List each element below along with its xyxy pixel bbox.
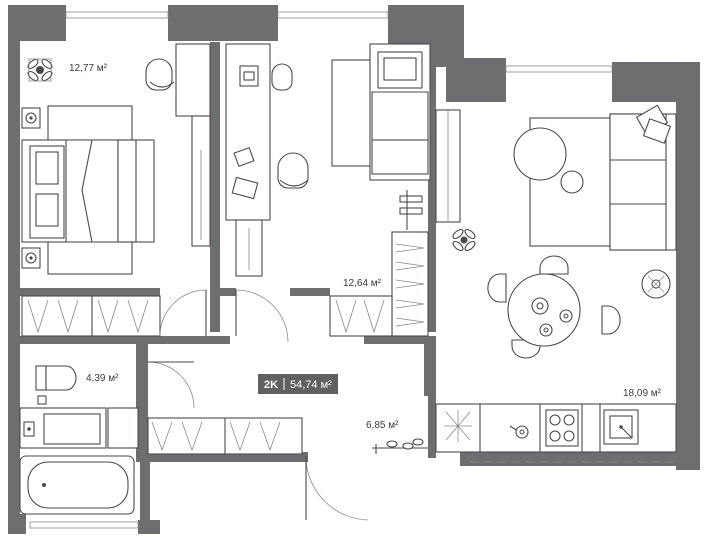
study-door: [235, 289, 289, 343]
bedroom-door: [159, 289, 207, 337]
area-label-study: 12,64 м²: [343, 278, 382, 289]
study-desk: [225, 43, 309, 221]
nightstand-bottom-icon: [21, 247, 41, 269]
nightstand-top-icon: [21, 107, 41, 129]
study: 12,64 м²: [225, 43, 431, 343]
sofa-bed: [331, 43, 431, 181]
double-bed: [21, 105, 155, 275]
plant-icon: [27, 58, 53, 82]
dining-set: [487, 255, 621, 359]
cushion-icon: [635, 104, 672, 144]
washbasin-icon: [19, 407, 139, 449]
apartment-type-label: 2K: [264, 379, 278, 391]
shoe-rack-icon: [372, 438, 428, 454]
living-kitchen: 18,09 м²: [435, 104, 680, 463]
cooktop-icon: [545, 409, 579, 447]
study-wardrobe: [329, 231, 429, 337]
side-table: [560, 170, 584, 194]
bathroom-door: [147, 361, 195, 409]
kettle-icon: [509, 425, 529, 439]
bedroom-wardrobe: [21, 295, 161, 337]
area-label-living: 18,09 м²: [623, 388, 662, 399]
sofa: [609, 104, 677, 251]
coffee-table: [513, 127, 567, 181]
walls: [8, 5, 700, 534]
study-chair: [399, 190, 423, 230]
area-badge: 2K 54,74 м²: [258, 374, 338, 394]
bedroom-desk: [145, 43, 211, 117]
area-label-hallway: 6,85 м²: [366, 420, 399, 431]
bath-shelf: [37, 395, 47, 405]
hallway-wardrobe: [147, 417, 303, 455]
windows: [29, 11, 613, 529]
total-area-label: 54,74 м²: [290, 379, 332, 391]
toilet-icon: [35, 365, 77, 391]
bathtub-icon: [19, 455, 135, 515]
bathroom: 4,39 м²: [19, 361, 195, 515]
hallway: 2K 54,74 м² 6,85 м²: [147, 374, 428, 521]
entrance-door: [305, 456, 369, 521]
floor-lamp-icon: [641, 269, 671, 299]
sink-icon: [603, 409, 639, 445]
fridge-icon: [444, 410, 472, 442]
kitchen-counter: [435, 403, 677, 453]
bedroom: 12,77 м²: [21, 43, 211, 337]
area-label-bathroom: 4,39 м²: [86, 373, 119, 384]
plant-icon-living: [452, 228, 476, 252]
area-label-bedroom: 12,77 м²: [69, 63, 108, 74]
